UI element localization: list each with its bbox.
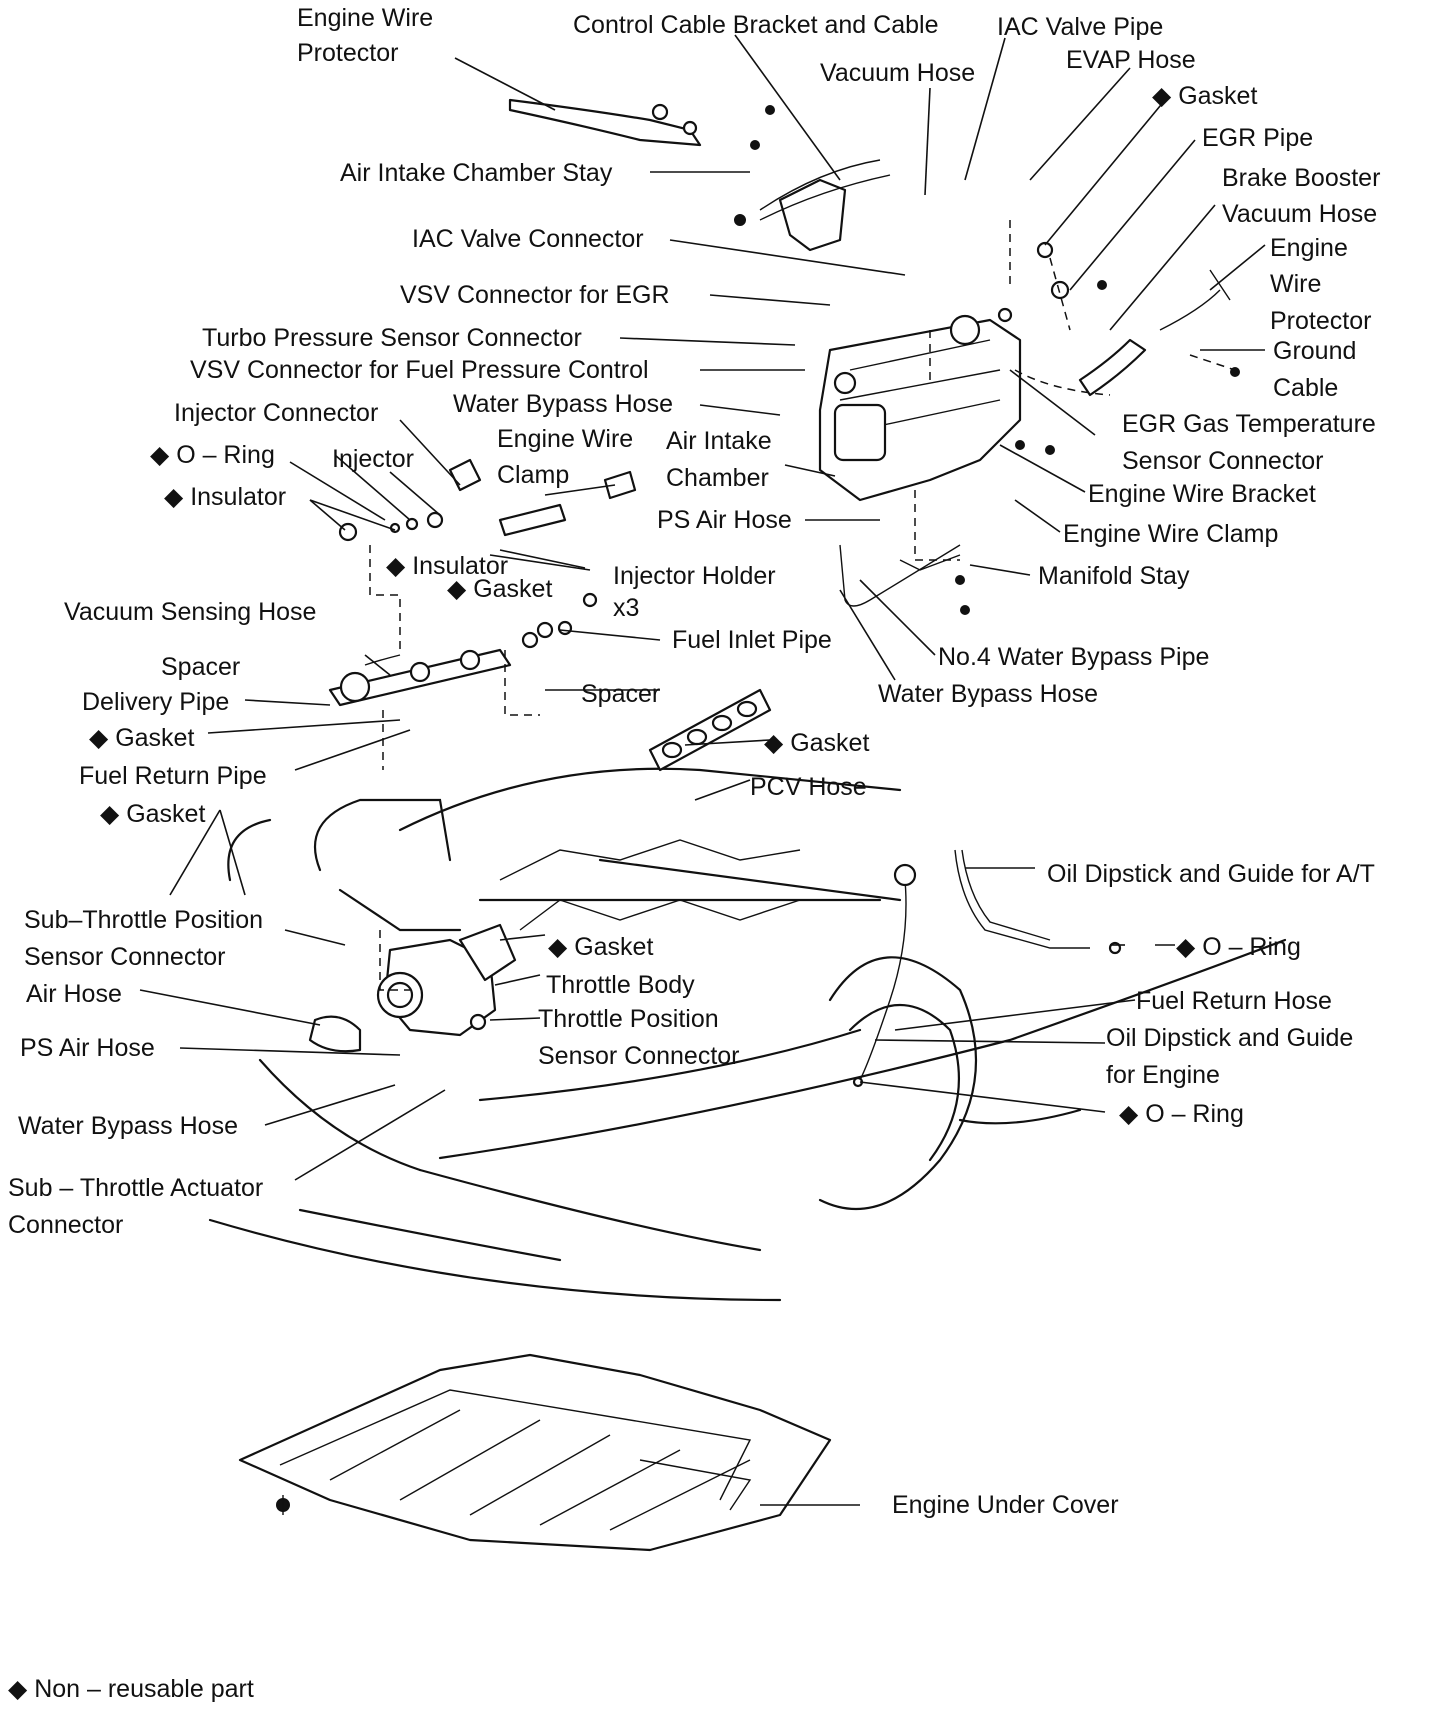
- label-throttle-body: Throttle Body: [546, 971, 695, 999]
- label-gasket-throttle: ◆ Gasket: [548, 933, 653, 961]
- label-egr-gas-temp-line2: Sensor Connector: [1122, 447, 1324, 475]
- label-o-ring-left: ◆ O – Ring: [150, 441, 275, 469]
- label-injector-holder-line1: Injector Holder: [613, 562, 776, 590]
- label-ps-air-hose-top: PS Air Hose: [657, 506, 792, 534]
- label-ewp-ground-line2: Wire: [1270, 270, 1321, 298]
- diamond-marker-icon: ◆: [8, 1675, 28, 1703]
- label-water-bypass-hose-top: Water Bypass Hose: [453, 390, 673, 418]
- label-manifold-stay: Manifold Stay: [1038, 562, 1190, 590]
- label-egr-pipe: EGR Pipe: [1202, 124, 1313, 152]
- label-engine-wire-clamp-right: Engine Wire Clamp: [1063, 520, 1278, 548]
- label-oil-dipstick-at: Oil Dipstick and Guide for A/T: [1047, 860, 1375, 888]
- label-engine-wire-clamp-line1: Engine Wire: [497, 425, 633, 453]
- label-iac-valve-pipe: IAC Valve Pipe: [997, 13, 1163, 41]
- label-injector-holder-line2: x3: [613, 594, 639, 622]
- label-sub-throttle-position-line1: Sub–Throttle Position: [24, 906, 263, 934]
- label-engine-wire-protector-line2: Protector: [297, 39, 398, 67]
- label-ewp-ground-line3: Protector: [1270, 307, 1371, 335]
- label-throttle-position-line1: Throttle Position: [538, 1005, 719, 1033]
- label-spacer-mid: Spacer: [581, 680, 660, 708]
- label-engine-wire-bracket: Engine Wire Bracket: [1088, 480, 1316, 508]
- legend: ◆ Non – reusable part: [8, 1675, 254, 1703]
- label-air-hose: Air Hose: [26, 980, 122, 1008]
- label-ps-air-hose-left: PS Air Hose: [20, 1034, 155, 1062]
- label-vsv-connector-egr: VSV Connector for EGR: [400, 281, 670, 309]
- label-spacer-left: Spacer: [161, 653, 240, 681]
- label-injector: Injector: [332, 445, 414, 473]
- label-oil-dipstick-engine-line2: for Engine: [1106, 1061, 1220, 1089]
- label-o-ring-right: ◆ O – Ring: [1176, 933, 1301, 961]
- drawing: [208, 98, 1287, 1552]
- label-sub-throttle-position-line2: Sensor Connector: [24, 943, 226, 971]
- label-vacuum-sensing-hose: Vacuum Sensing Hose: [64, 598, 316, 626]
- label-gasket-top: ◆ Gasket: [1152, 82, 1257, 110]
- label-gasket-left2: ◆ Gasket: [100, 800, 205, 828]
- label-brake-booster-line2: Vacuum Hose: [1222, 200, 1377, 228]
- label-control-cable-bracket: Control Cable Bracket and Cable: [573, 11, 938, 39]
- label-gasket-manifold: ◆ Gasket: [764, 729, 869, 757]
- label-engine-wire-protector-line1: Engine Wire: [297, 4, 433, 32]
- label-water-bypass-hose-mid: Water Bypass Hose: [878, 680, 1098, 708]
- label-delivery-pipe: Delivery Pipe: [82, 688, 229, 716]
- label-injector-connector: Injector Connector: [174, 399, 378, 427]
- label-water-bypass-hose-left: Water Bypass Hose: [18, 1112, 238, 1140]
- leader-lines: [139, 34, 1266, 1506]
- label-evap-hose: EVAP Hose: [1066, 46, 1196, 74]
- label-vsv-fuel-pressure: VSV Connector for Fuel Pressure Control: [190, 356, 649, 384]
- label-sub-throttle-actuator-line1: Sub – Throttle Actuator: [8, 1174, 263, 1202]
- label-air-intake-chamber-line2: Chamber: [666, 464, 769, 492]
- label-insulator-top: ◆ Insulator: [164, 483, 286, 511]
- label-engine-wire-clamp-line2: Clamp: [497, 461, 569, 489]
- label-ewp-ground-line4: Ground: [1273, 337, 1356, 365]
- label-o-ring-bottom: ◆ O – Ring: [1119, 1100, 1244, 1128]
- label-sub-throttle-actuator-line2: Connector: [8, 1211, 123, 1239]
- label-fuel-inlet-pipe: Fuel Inlet Pipe: [672, 626, 832, 654]
- label-iac-valve-connector: IAC Valve Connector: [412, 225, 644, 253]
- label-pcv-hose: PCV Hose: [750, 773, 867, 801]
- label-ewp-ground-line1: Engine: [1270, 234, 1348, 262]
- label-air-intake-chamber-line1: Air Intake: [666, 427, 772, 455]
- label-ewp-ground-line5: Cable: [1273, 374, 1338, 402]
- label-no4-water-bypass-pipe: No.4 Water Bypass Pipe: [938, 643, 1209, 671]
- label-brake-booster-line1: Brake Booster: [1222, 164, 1380, 192]
- label-gasket-left: ◆ Gasket: [89, 724, 194, 752]
- legend-non-reusable-part: ◆ Non – reusable part: [8, 1675, 254, 1703]
- label-engine-under-cover: Engine Under Cover: [892, 1491, 1119, 1519]
- label-turbo-pressure-sensor: Turbo Pressure Sensor Connector: [202, 324, 582, 352]
- label-egr-gas-temp-line1: EGR Gas Temperature: [1122, 410, 1376, 438]
- label-oil-dipstick-engine-line1: Oil Dipstick and Guide: [1106, 1024, 1353, 1052]
- callout-labels: Engine Wire Protector Control Cable Brac…: [8, 4, 1380, 1519]
- label-gasket-mid: ◆ Gasket: [447, 575, 552, 603]
- label-throttle-position-line2: Sensor Connector: [538, 1042, 740, 1070]
- label-vacuum-hose-top: Vacuum Hose: [820, 59, 975, 87]
- label-fuel-return-pipe: Fuel Return Pipe: [79, 762, 267, 790]
- label-insulator-mid: ◆ Insulator: [386, 552, 508, 580]
- label-fuel-return-hose: Fuel Return Hose: [1136, 987, 1332, 1015]
- label-air-intake-chamber-stay: Air Intake Chamber Stay: [340, 159, 613, 187]
